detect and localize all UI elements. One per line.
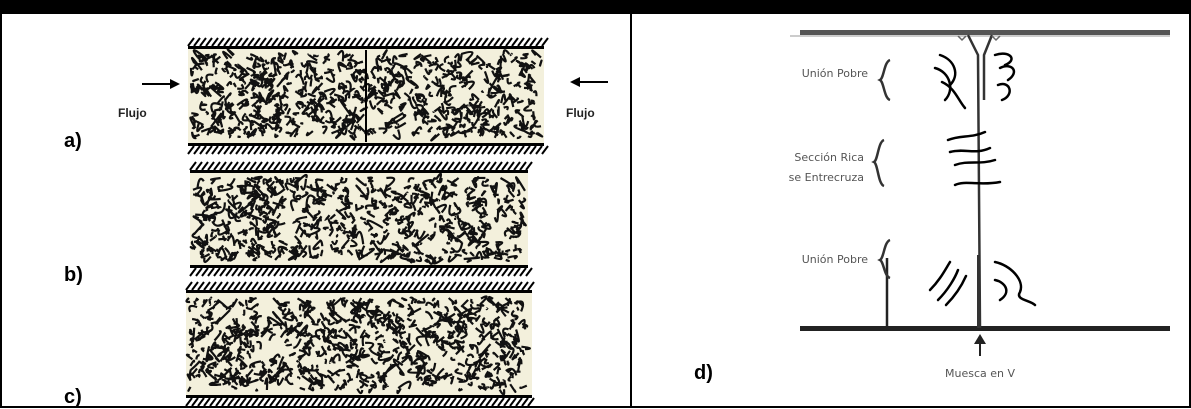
zone-top-label: Unión Pobre (801, 67, 868, 80)
strip-a (187, 37, 549, 155)
panel-d-label: d) (694, 362, 713, 384)
zone-bottom-label: Unión Pobre (801, 253, 868, 266)
top-bar (0, 0, 1191, 14)
notch-arrow (974, 334, 986, 356)
strip-c (185, 281, 535, 407)
flow-left-label: Flujo (118, 106, 147, 120)
flow-arrow-right (570, 77, 608, 87)
panel-c-label: c) (64, 386, 82, 408)
panel-divider (630, 14, 632, 408)
panel-b-label: b) (64, 264, 83, 286)
flow-arrow-left (142, 79, 180, 89)
strip-b (189, 161, 533, 277)
zone-middle-label-line1: Sección Rica (794, 151, 864, 164)
zone-middle-label-line2: se Entrecruza (788, 171, 864, 184)
weld-line-diagram (790, 30, 1170, 356)
panel-a-label: a) (64, 130, 82, 152)
flow-right-label: Flujo (566, 106, 595, 120)
notch-label: Muesca en V (944, 367, 1015, 380)
